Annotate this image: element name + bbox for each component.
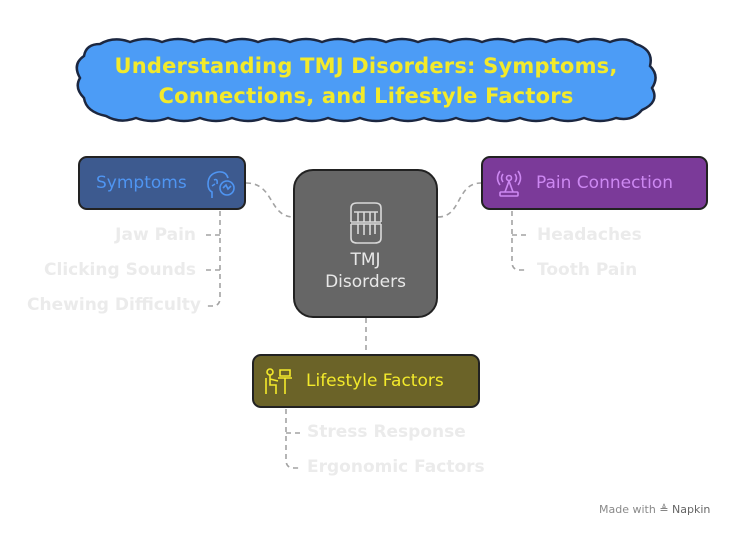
- symptoms-node: Symptoms: [78, 156, 246, 210]
- leaf-headaches: Headaches: [537, 225, 642, 245]
- leaf-tooth-pain: Tooth Pain: [537, 260, 638, 280]
- teeth-icon: [349, 201, 382, 244]
- center-label-line-1: TMJ: [350, 249, 381, 270]
- lifestyle-factors-label: Lifestyle Factors: [306, 371, 444, 391]
- made-with-napkin[interactable]: Made with ≜ Napkin: [599, 503, 710, 516]
- leaf-stress-response: Stress Response: [307, 422, 466, 442]
- leaf-chewing-difficulty: Chewing Difficulty: [27, 295, 201, 315]
- center-label-line-2: Disorders: [325, 271, 406, 292]
- symptoms-label: Symptoms: [96, 173, 187, 193]
- napkin-logo-icon: ≜: [659, 503, 669, 516]
- leaf-jaw-pain: Jaw Pain: [115, 225, 196, 245]
- lifestyle-factors-node: Lifestyle Factors: [252, 354, 480, 408]
- made-with-text: Made with: [599, 503, 656, 516]
- signal-tower-icon: [496, 170, 522, 197]
- pain-connection-label: Pain Connection: [536, 173, 673, 193]
- title-line-2: Connections, and Lifestyle Factors: [158, 84, 574, 108]
- title-banner: [75, 37, 657, 123]
- head-pain-icon: [207, 171, 235, 198]
- person-at-desk-icon: [265, 368, 292, 394]
- center-node: TMJ Disorders: [293, 169, 438, 318]
- leaf-clicking-sounds: Clicking Sounds: [44, 260, 196, 280]
- title-line-1: Understanding TMJ Disorders: Symptoms,: [114, 54, 618, 78]
- leaf-ergonomic-factors: Ergonomic Factors: [307, 457, 485, 477]
- pain-connection-node: Pain Connection: [481, 156, 708, 210]
- napkin-brand: Napkin: [672, 503, 711, 516]
